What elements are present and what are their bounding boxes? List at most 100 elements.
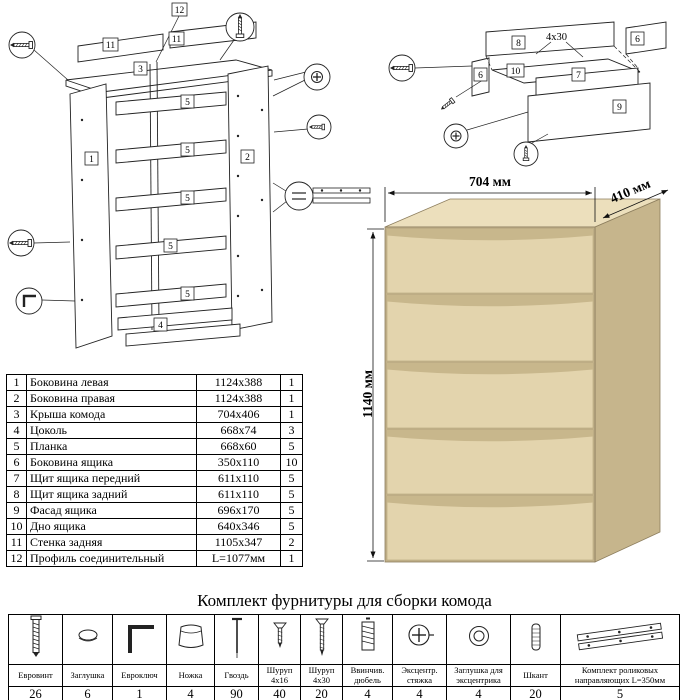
label-part-5e: 5 (185, 290, 190, 300)
part-num: 8 (6, 486, 27, 503)
part-num: 10 (6, 518, 27, 535)
label-part-9: 9 (617, 103, 622, 113)
part-num: 3 (6, 406, 27, 423)
drawer-slide-icon (576, 622, 664, 651)
dimension-lines (367, 187, 669, 562)
part-name: Дно ящика (26, 518, 197, 535)
part-qty: 2 (280, 534, 303, 551)
screw-4x16-icon (272, 622, 287, 648)
hardware-name: Заглушка (62, 663, 113, 688)
part-name: Фасад ящика (26, 502, 197, 519)
hardware-names-row: Евровинт Заглушка Евроключ Ножка Гвоздь … (8, 663, 680, 688)
part-name: Щит ящика передний (26, 470, 197, 487)
hardware-qty: 5 (560, 686, 680, 700)
part-num: 6 (6, 454, 27, 471)
drawer-part-labels: 8 4х30 6 6 10 7 9 (473, 31, 645, 114)
hardware-name: Заглушка для эксцентрика (446, 663, 511, 688)
drawer-front-5 (386, 495, 594, 561)
part-num: 9 (6, 502, 27, 519)
cam-lock-icon (407, 624, 434, 646)
part-qty: 10 (280, 454, 303, 471)
hex-key-icon (127, 625, 154, 653)
label-part-8: 8 (516, 39, 521, 49)
part-size: 1124х388 (196, 390, 281, 407)
hardware-qty-row: 26 6 1 4 90 40 20 4 4 4 20 5 (8, 686, 680, 700)
hardware-name: Комплект роликовых направляющих L=350мм (560, 663, 680, 688)
part-name: Профиль соединительный (26, 550, 197, 567)
label-part-1: 1 (89, 155, 94, 165)
part-size: 668х60 (196, 438, 281, 455)
hardware-qty: 20 (510, 686, 561, 700)
part-size: 704х406 (196, 406, 281, 423)
label-part-2: 2 (245, 153, 250, 163)
label-part-7: 7 (576, 71, 581, 81)
dowel-screw-icon (361, 617, 374, 651)
hardware-qty: 4 (392, 686, 447, 700)
hardware-qty: 40 (258, 686, 301, 700)
drawer-phillips-callout-icon (443, 123, 469, 149)
drawer-slide-callout-icon (284, 181, 371, 211)
hex-key-callout-icon (15, 287, 43, 315)
part-num: 7 (6, 470, 27, 487)
label-part-5a: 5 (185, 98, 190, 108)
part-num: 4 (6, 422, 27, 439)
foot-icon (177, 624, 204, 648)
euroscrew-callout-icon-2 (7, 229, 35, 257)
drawer-front-1 (386, 228, 594, 294)
label-part-5d: 5 (168, 242, 173, 252)
dresser-render: 704 мм 410 мм 1140 мм (360, 174, 669, 563)
hardware-qty: 4 (446, 686, 511, 700)
part-name: Боковина правая (26, 390, 197, 407)
label-part-6-right: 6 (635, 35, 640, 45)
part-size: 1124х388 (196, 374, 281, 391)
part-num: 12 (6, 550, 27, 567)
hardware-qty: 6 (62, 686, 113, 700)
part-num: 1 (6, 374, 27, 391)
part-size: 350х110 (196, 454, 281, 471)
part-num: 2 (6, 390, 27, 407)
label-part-12: 12 (175, 6, 185, 16)
hardware-name: Ввинчив. дюбель (342, 663, 393, 688)
part-name: Стенка задняя (26, 534, 197, 551)
hardware-qty: 90 (214, 686, 259, 700)
hardware-section-title: Комплект фурнитуры для сборки комода (197, 591, 492, 610)
phillips-screw-callout-icon (303, 63, 331, 91)
part-size: 640х346 (196, 518, 281, 535)
hardware-name: Эксцентр. стяжка (392, 663, 447, 688)
wood-dowel-icon (531, 623, 540, 651)
part-qty: 1 (280, 390, 303, 407)
part-size: 668х74 (196, 422, 281, 439)
part-qty: 5 (280, 486, 303, 503)
frame-assembly-diagram: 12 11 11 3 1 2 5 5 5 5 5 4 (7, 2, 371, 349)
part-name: Планка (26, 438, 197, 455)
label-part-10: 10 (511, 67, 521, 77)
part-num: 11 (6, 534, 27, 551)
part-size: 1105х347 (196, 534, 281, 551)
width-dimension: 704 мм (469, 174, 511, 189)
hardware-name: Шуруп 4х30 (300, 663, 343, 688)
label-part-3: 3 (138, 65, 143, 75)
label-part-11b: 11 (172, 35, 181, 45)
part-qty: 5 (280, 438, 303, 455)
part-size: L=1077мм (196, 550, 281, 567)
label-part-11: 11 (106, 41, 115, 51)
part-name: Боковина ящика (26, 454, 197, 471)
part-name: Боковина левая (26, 374, 197, 391)
drawer-screw-callout-icon (513, 141, 539, 167)
part-qty: 1 (280, 550, 303, 567)
hardware-name: Шуруп 4х16 (258, 663, 301, 688)
part-qty: 5 (280, 470, 303, 487)
cap-icon (78, 629, 97, 642)
